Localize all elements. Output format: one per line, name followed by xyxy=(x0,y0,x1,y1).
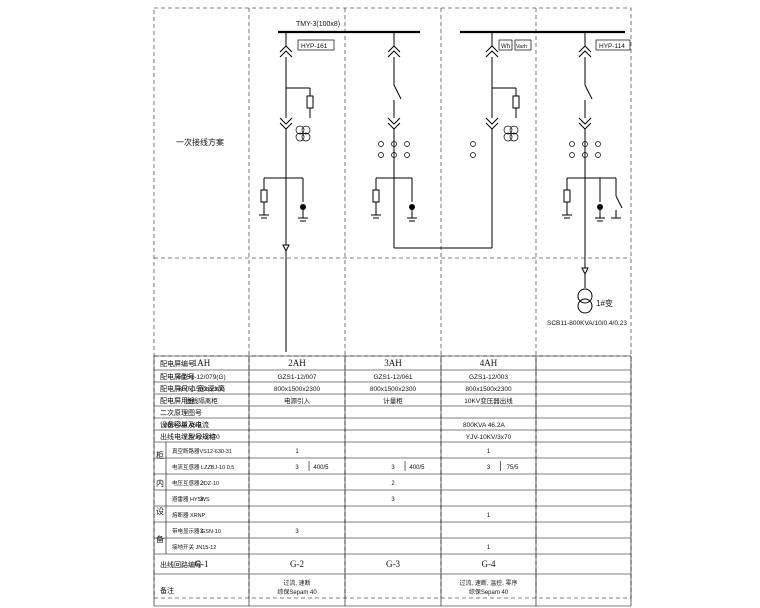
cell-indicator-0: 3 xyxy=(200,529,204,535)
cell-ct-1: 3 xyxy=(295,465,299,471)
busbar-label: TMY-3(100x8) xyxy=(296,21,340,28)
row-label-indicator: 带电显示器 GSN-10 xyxy=(172,527,221,535)
cell-breaker-1: 1 xyxy=(295,449,299,455)
group-title-char: 设 xyxy=(156,506,164,516)
varh-box: Varh xyxy=(516,44,527,50)
cell-size-3: 800x1500x2300 xyxy=(465,386,512,393)
row-label-capacity: 设备容量及电流 xyxy=(160,420,209,429)
cell-capacity-3: 800KVA 46.2A xyxy=(463,422,505,429)
cell-capacity-0: 800KVA 46.2 xyxy=(164,422,202,429)
cell-cabinet_no-1: 2AH xyxy=(288,358,306,368)
row-label-fuse: 熔断器 XRNP xyxy=(172,511,206,519)
group-title-char: 备 xyxy=(156,534,164,544)
cell-model-2: GZS1-12/061 xyxy=(373,374,412,381)
wh-box: Wh xyxy=(501,44,510,50)
cell-pt-0: 2 xyxy=(200,481,204,487)
cell-fuse-3: 1 xyxy=(487,513,491,519)
cell-cable-3: YJV-10KV/3x70 xyxy=(466,434,512,441)
row-label-cable: 出线电缆型号规格 xyxy=(160,432,216,441)
cell-ct-ratio-2: 400/5 xyxy=(409,465,425,471)
row-label-ct: 电流互感器 LZZBJ-10 0.5 xyxy=(172,463,234,471)
equipment-table-grid xyxy=(153,355,632,607)
circuit-4ah xyxy=(562,32,623,314)
transformer-name: 1#变 xyxy=(596,298,613,308)
row-label-usage: 配电屏用途 xyxy=(160,396,195,405)
remarks-cell: 过流, 速断 xyxy=(283,579,310,587)
cell-circuit-0: G-1 xyxy=(195,559,209,569)
cell-size-1: 800x1500x2300 xyxy=(274,386,321,393)
group-title-char: 内 xyxy=(156,478,164,488)
cell-usage-2: 计量柜 xyxy=(383,396,403,405)
row-label-earth_switch: 接地开关 JN15-12 xyxy=(172,543,216,551)
hyp-box-2: HYP-114 xyxy=(599,43,625,50)
transformer-model: SCB11-800KVA/10/0.4/0.23 xyxy=(547,320,627,327)
cell-ct-2: 3 xyxy=(391,465,395,471)
cell-ct-ratio-1: 400/5 xyxy=(313,465,329,471)
remarks-cell: 综保Sepam 40 xyxy=(469,588,509,596)
remarks-cell: 综保Sepam 40 xyxy=(277,588,317,596)
cell-ct-3: 3 xyxy=(487,465,491,471)
cell-cabinet_no-3: 4AH xyxy=(480,358,498,368)
row-label-circuit_no: 出线回路编号 xyxy=(160,560,202,569)
cell-model-0: GZS1-12/079(G) xyxy=(177,374,225,381)
cell-circuit-2: G-3 xyxy=(386,559,400,569)
cell-breaker-3: 1 xyxy=(487,449,491,455)
scheme-label: 一次接线方案 xyxy=(176,137,224,147)
cell-cabinet_no-0: 1AH xyxy=(193,358,211,368)
row-label-remarks: 备注 xyxy=(160,586,174,595)
cell-size-0: 800x1500x2300 xyxy=(178,386,225,393)
cell-usage-1: 电源引入 xyxy=(284,396,311,405)
circuit-2ah xyxy=(371,32,492,249)
cell-model-1: GZS1-12/007 xyxy=(277,374,316,381)
cell-ct-ratio-3: 75/5 xyxy=(507,465,519,471)
circuit-3ah xyxy=(470,32,520,248)
cell-model-3: GZS1-12/003 xyxy=(469,374,508,381)
row-label-breaker: 真空断路器VS12-630-31 xyxy=(172,447,232,455)
row-label-arrester: 避雷器 HY5WS xyxy=(172,495,210,503)
circuit-1ah xyxy=(259,32,314,352)
cell-usage-0: 进线隔离柜 xyxy=(185,396,218,405)
cell-cable-0: YJV22-3X70 xyxy=(183,434,220,441)
row-label-cabinet_model: 配电屏型号 xyxy=(160,372,195,381)
group-title-char: 柜 xyxy=(156,450,164,460)
row-label-pt: 电压互感器 JDZ-10 xyxy=(172,479,219,487)
cell-circuit-3: G-4 xyxy=(482,559,496,569)
row-label-cabinet_no: 配电屏编号 xyxy=(160,359,195,368)
cell-usage-3: 10KV变压器出线 xyxy=(464,396,513,405)
cell-indicator-1: 3 xyxy=(295,529,299,535)
cell-arrester-0: 3 xyxy=(200,497,204,503)
row-label-secondary: 二次原理图号 xyxy=(160,408,202,417)
cell-arrester-2: 3 xyxy=(391,497,395,503)
cell-cabinet_no-2: 3AH xyxy=(384,358,402,368)
row-label-cabinet_size: 配电屏尺寸 宽x深x高 xyxy=(160,384,225,393)
cell-earth_switch-3: 1 xyxy=(487,545,491,551)
cell-size-2: 800x1500x2300 xyxy=(370,386,417,393)
diagram-frame xyxy=(153,7,632,599)
hyp-box-1: HYP-161 xyxy=(301,43,328,50)
remarks-cell: 过流, 速断, 温控, 零序 xyxy=(459,579,517,587)
cell-circuit-1: G-2 xyxy=(290,559,304,569)
cell-pt-2: 2 xyxy=(391,481,395,487)
